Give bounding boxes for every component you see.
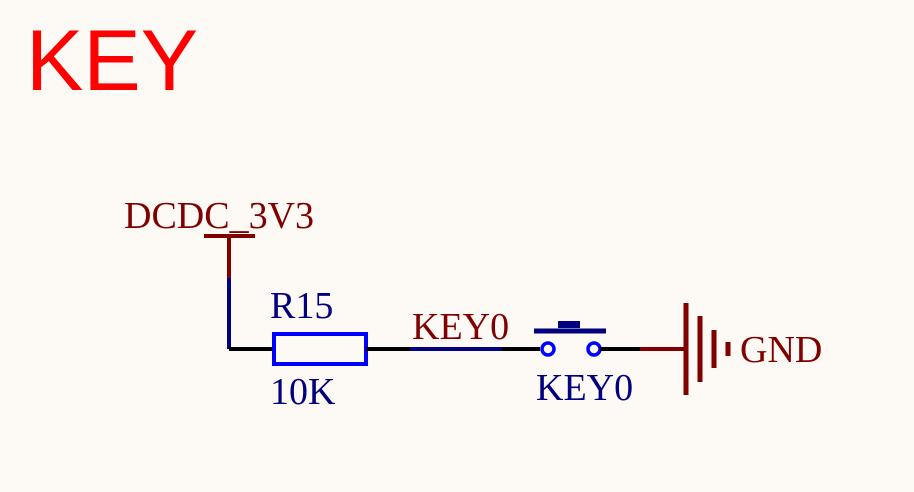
ground-net-label: GND [740, 329, 822, 371]
switch-terminal-left [540, 341, 556, 357]
resistor-body [272, 332, 368, 366]
switch-actuator [558, 321, 580, 328]
power-net-label: DCDC_3V3 [124, 195, 314, 237]
resistor-value: 10K [270, 371, 336, 413]
net-label-key0: KEY0 [412, 306, 509, 348]
resistor-designator: R15 [270, 285, 333, 327]
switch-designator: KEY0 [536, 367, 633, 409]
switch-terminal-right [586, 341, 602, 357]
schematic-title: KEY [26, 13, 198, 109]
